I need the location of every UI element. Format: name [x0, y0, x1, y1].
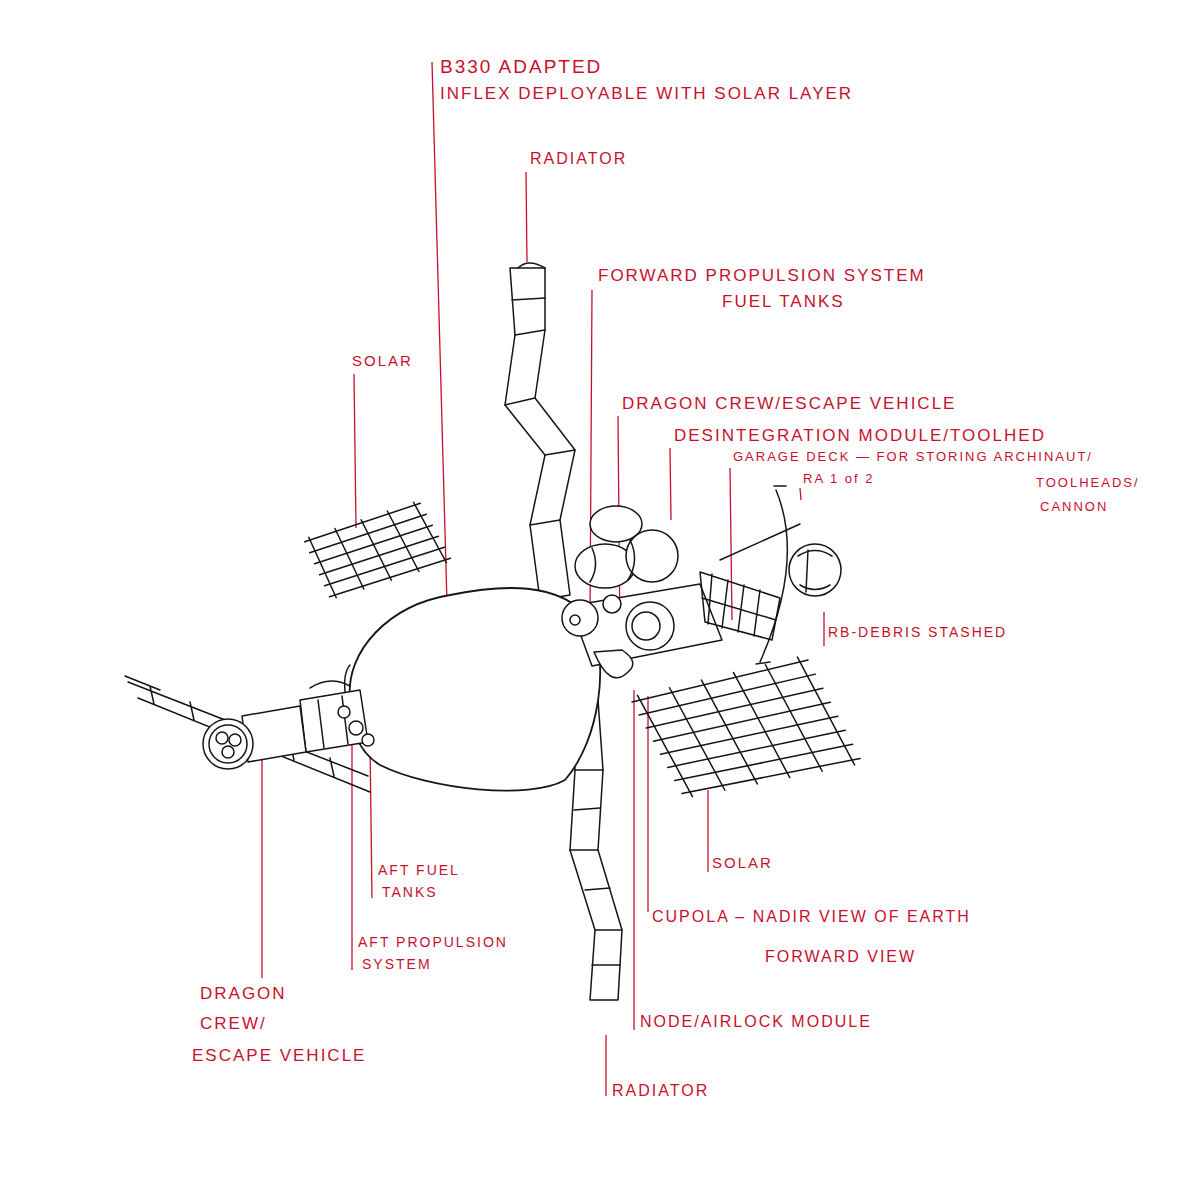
array-hatch — [639, 674, 815, 715]
array-hatch — [661, 716, 838, 754]
callout-label: FORWARD PROPULSION SYSTEM — [598, 266, 926, 286]
callout-label: DESINTEGRATION MODULE/TOOLHED — [674, 426, 1046, 446]
leader-lines — [262, 62, 824, 1096]
array-hatch — [309, 537, 337, 598]
callout-label: DRAGON CREW/ESCAPE VEHICLE — [622, 394, 956, 414]
callout-label: CREW/ — [200, 1014, 267, 1034]
array-hatch — [682, 758, 860, 793]
callout-label: TOOLHEADS/ — [1036, 476, 1140, 491]
callout-label: RB-DEBRIS STASHED — [828, 624, 1007, 640]
array-hatch — [646, 688, 823, 728]
array-hatch — [675, 744, 853, 780]
callout-label: FORWARD VIEW — [765, 948, 916, 966]
array-hatch — [797, 657, 854, 765]
solar-array — [632, 657, 860, 797]
array-hatch — [330, 558, 451, 597]
callout-label: ESCAPE VEHICLE — [192, 1046, 366, 1066]
callout-label: RADIATOR — [612, 1082, 709, 1100]
array-hatch — [653, 702, 830, 741]
callout-label: RA 1 of 2 — [803, 472, 874, 487]
callout-label: AFT FUEL — [378, 862, 460, 878]
callout-label: SYSTEM — [362, 956, 432, 972]
callout-label: TANKS — [382, 884, 438, 900]
callout-label: CUPOLA – NADIR VIEW OF EARTH — [652, 908, 971, 926]
callout-label: INFLEX DEPLOYABLE WITH SOLAR LAYER — [440, 84, 853, 104]
callout-label: NODE/AIRLOCK MODULE — [640, 1013, 872, 1031]
solar-array — [305, 502, 451, 598]
array-hatch — [361, 520, 391, 581]
callout-label: SOLAR — [352, 352, 413, 369]
array-hatch — [765, 665, 822, 771]
callout-label: B330 ADAPTED — [440, 56, 602, 78]
callout-label: GARAGE DECK — FOR STORING ARCHINAUT/ — [733, 450, 1093, 465]
array-hatch — [387, 511, 419, 572]
callout-label: AFT PROPULSION — [358, 934, 508, 950]
callout-label: SOLAR — [712, 854, 773, 871]
callout-label: CANNON — [1040, 500, 1108, 515]
array-hatch — [335, 529, 364, 590]
array-hatch — [701, 680, 757, 784]
callout-label: FUEL TANKS — [722, 292, 845, 312]
array-hatch — [638, 695, 693, 796]
array-hatch — [669, 688, 724, 791]
callout-label: DRAGON — [200, 984, 287, 1004]
array-hatch — [414, 502, 447, 563]
array-hatch — [668, 730, 846, 767]
array-hatch — [733, 672, 789, 777]
callout-label: RADIATOR — [530, 150, 627, 168]
